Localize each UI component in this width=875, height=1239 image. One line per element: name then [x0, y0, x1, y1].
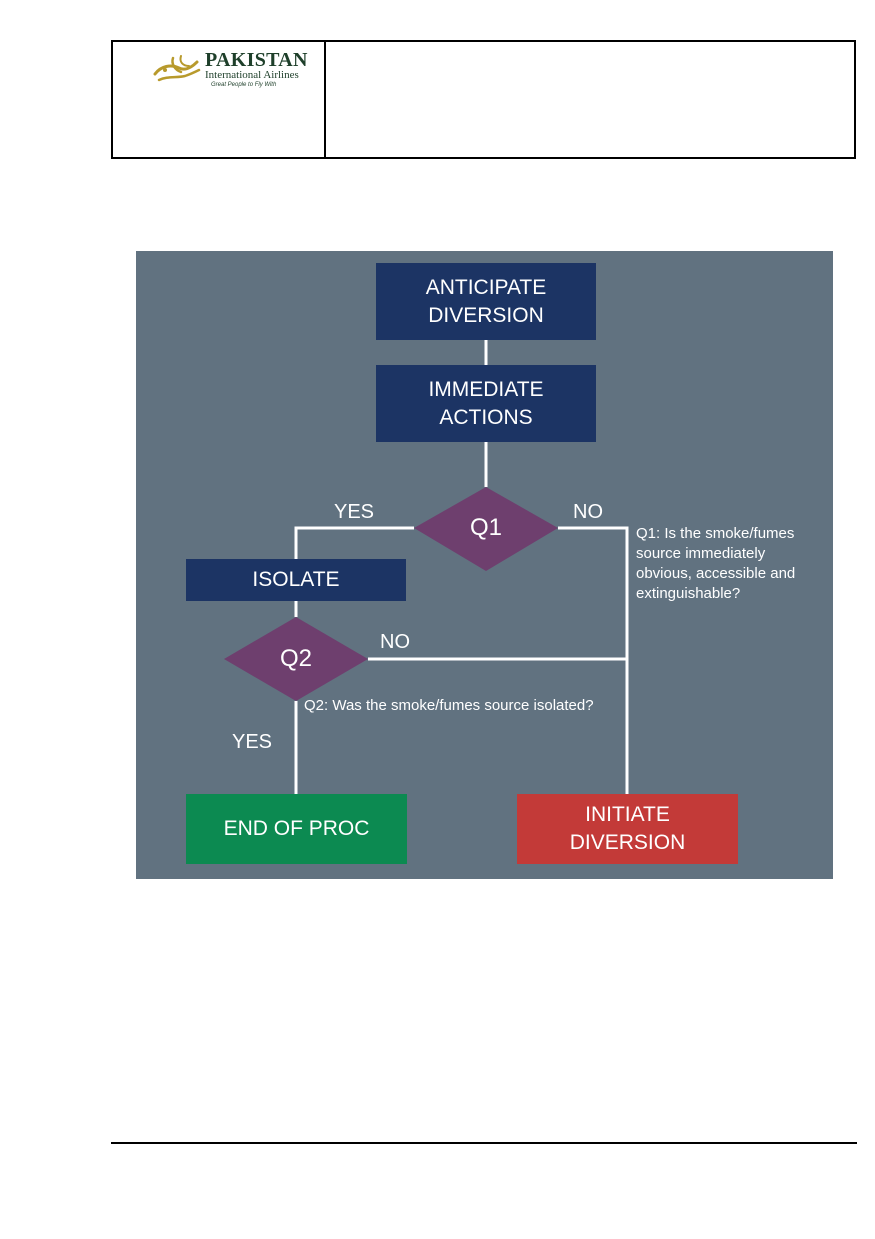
initiate-diversion-box: INITIATE DIVERSION — [517, 794, 738, 864]
q1-decision-diamond — [414, 487, 558, 571]
q1-no-label: NO — [573, 501, 603, 523]
flowchart-connectors — [224, 340, 629, 794]
connector-q1-no — [558, 526, 629, 794]
header-logo-cell: PAKISTAN International Airlines Great Pe… — [113, 42, 326, 157]
pia-calligraphy-mark-icon — [153, 55, 201, 82]
anticipate-diversion-box: ANTICIPATE DIVERSION — [376, 263, 596, 340]
end-of-proc-box: END OF PROC — [186, 794, 407, 864]
logo-tagline: Great People to Fly With — [211, 82, 277, 88]
immediate-actions-box: IMMEDIATE ACTIONS — [376, 365, 596, 442]
q2-label: Q2 — [279, 645, 312, 672]
q2-yes-label: YES — [232, 731, 273, 753]
q1-yes-label: YES — [334, 501, 375, 523]
logo-subtitle: International Airlines — [205, 69, 299, 81]
q2-no-label: NO — [380, 631, 410, 653]
q2-decision-diamond — [224, 617, 368, 701]
smoke-fumes-flowchart: ANTICIPATE DIVERSION IMMEDIATE ACTIONS Q… — [136, 251, 833, 879]
isolate-box: ISOLATE — [186, 559, 406, 601]
pia-logo: PAKISTAN International Airlines Great Pe… — [151, 50, 307, 94]
q1-question-note: Q1: Is the smoke/fumes source immediatel… — [636, 525, 796, 602]
q2-question-note: Q2: Was the smoke/fumes source isolated? — [304, 697, 594, 714]
connector-q1-yes — [294, 526, 414, 559]
footer-rule — [111, 1142, 857, 1144]
q1-label: Q1 — [469, 514, 502, 541]
document-header-table: PAKISTAN International Airlines Great Pe… — [111, 40, 856, 159]
logo-name: PAKISTAN — [205, 49, 308, 71]
header-title-cell — [326, 42, 854, 157]
